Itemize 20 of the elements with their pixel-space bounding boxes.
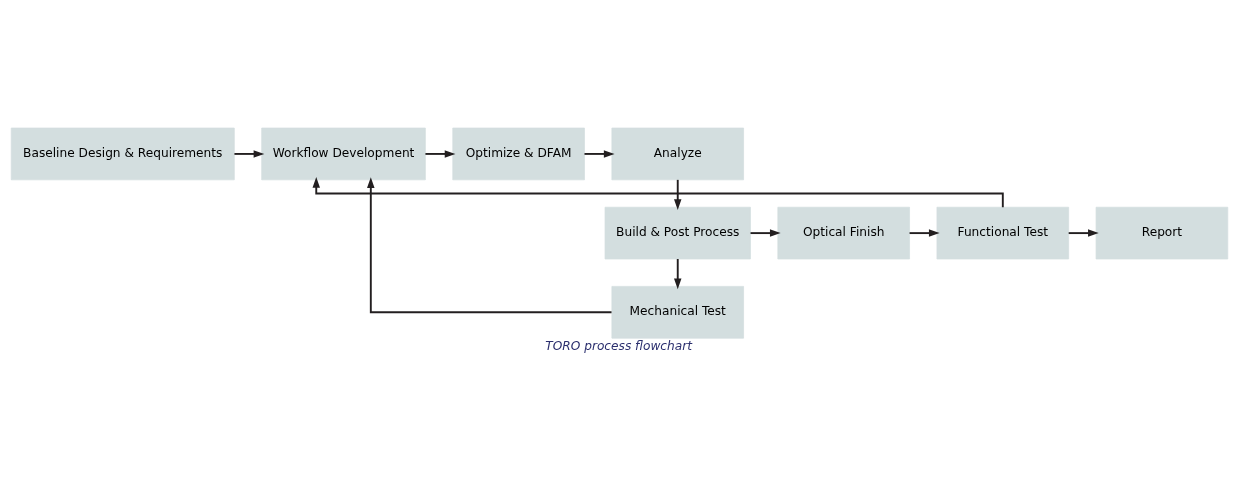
node-box: Report (1095, 206, 1229, 259)
arrow (1067, 228, 1099, 237)
arrow (908, 228, 940, 237)
node-box: Workflow Development (261, 127, 426, 180)
arrow (749, 228, 781, 237)
arrow (674, 257, 682, 289)
node-box: Optical Finish (777, 206, 910, 259)
node-box: Baseline Design & Requirements (10, 127, 235, 180)
node-box: Optimize & DFAM (452, 127, 585, 180)
node-box: Analyze (611, 127, 744, 180)
arrow (424, 149, 456, 158)
arrow (233, 149, 265, 158)
arrow (674, 178, 682, 210)
node-box: Build & Post Process (604, 206, 751, 259)
arrow (367, 176, 613, 313)
node-box: Functional Test (936, 206, 1070, 259)
arrow (583, 149, 615, 158)
arrow (312, 176, 1004, 208)
node-box: Mechanical Test (611, 285, 744, 339)
caption: TORO process flowchart (545, 338, 693, 353)
